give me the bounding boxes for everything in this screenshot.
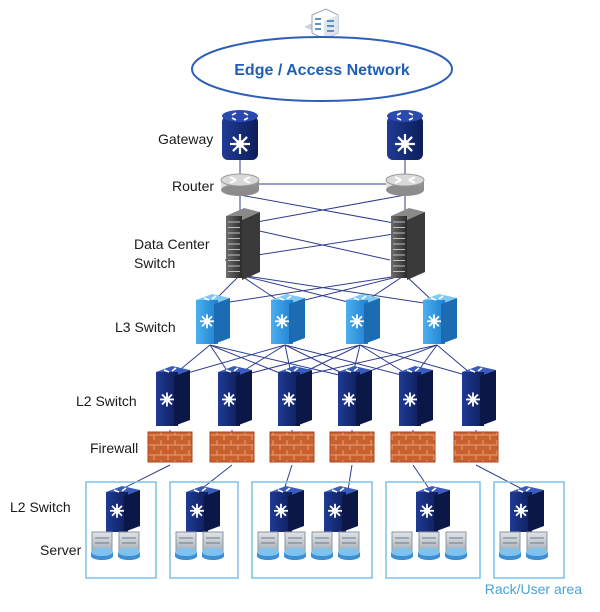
label-server: Server — [40, 542, 82, 558]
server-icon — [418, 531, 440, 560]
l2-switch-icon — [186, 486, 220, 532]
rack-area-box — [385, 481, 481, 579]
label-l2-switch: L2 Switch — [76, 393, 137, 409]
server-icon — [391, 531, 413, 560]
link-line — [283, 464, 293, 491]
server-icon — [118, 531, 140, 560]
firewall-icon — [390, 431, 436, 463]
l3-switch-icon — [423, 294, 457, 344]
l2-switch-icon — [462, 366, 496, 426]
label-rack-user-area: Rack/User area — [485, 581, 582, 597]
link-line — [359, 344, 477, 379]
firewall-icon — [269, 431, 315, 463]
link-line — [199, 464, 233, 491]
building-icon — [301, 8, 347, 51]
l2-switch-icon — [270, 486, 304, 532]
router-icon — [220, 173, 260, 196]
rack-area-box — [493, 481, 565, 579]
gateway-router-icon — [387, 110, 423, 160]
link-line — [284, 344, 414, 379]
l2-switch-icon — [338, 366, 372, 426]
link-line — [119, 464, 171, 491]
l3-switch-icon — [271, 294, 305, 344]
link-line — [209, 274, 406, 306]
data-center-switch-icon — [226, 208, 260, 280]
server-icon — [445, 531, 467, 560]
firewall-icon — [147, 431, 193, 463]
label-gateway: Gateway — [158, 131, 213, 147]
server-icon — [311, 531, 333, 560]
l3-switch-icon — [196, 294, 230, 344]
rack-area-box — [251, 481, 373, 579]
label-dc-switch-line1: Data Center — [134, 236, 210, 252]
label-firewall: Firewall — [90, 440, 138, 456]
server-icon — [284, 531, 306, 560]
server-icon — [526, 531, 548, 560]
server-icon — [202, 531, 224, 560]
l2-switch-icon — [416, 486, 450, 532]
network-title: Edge / Access Network — [234, 62, 410, 79]
rack-area-box — [85, 481, 157, 579]
firewall-icon — [453, 431, 499, 463]
firewall-icon — [329, 431, 375, 463]
l3-switch-icon — [346, 294, 380, 344]
l2-switch-icon — [106, 486, 140, 532]
link-line — [239, 274, 361, 306]
l2-switch-icon — [399, 366, 433, 426]
l2-switch-icon — [510, 486, 544, 532]
link-line — [231, 344, 361, 379]
link-line — [239, 194, 406, 226]
rack-areas — [85, 481, 565, 579]
label-l3-switch: L3 Switch — [115, 319, 176, 335]
data-center-switch-icon — [391, 208, 425, 280]
server-icon — [257, 531, 279, 560]
server-icon — [91, 531, 113, 560]
l2-switch-icon — [324, 486, 358, 532]
server-icon — [499, 531, 521, 560]
l2-switch-icon — [218, 366, 252, 426]
l2-switch-icon — [156, 366, 190, 426]
firewall-icon — [209, 431, 255, 463]
link-line — [475, 464, 525, 491]
edge-access-network-ellipse — [191, 36, 453, 102]
label-l2-switch-bottom: L2 Switch — [10, 499, 71, 515]
router-icon — [385, 173, 425, 196]
server-icon — [175, 531, 197, 560]
link-line — [239, 274, 438, 306]
rack-area-box — [169, 481, 239, 579]
link-line — [209, 344, 353, 379]
label-dc-switch-line2: Switch — [134, 255, 175, 271]
l2-switch-icon — [278, 366, 312, 426]
link-line — [347, 464, 353, 491]
network-devices — [91, 110, 548, 560]
link-line — [412, 464, 431, 491]
link-line — [291, 344, 438, 379]
gateway-router-icon — [222, 110, 258, 160]
label-router: Router — [172, 178, 214, 194]
server-icon — [338, 531, 360, 560]
